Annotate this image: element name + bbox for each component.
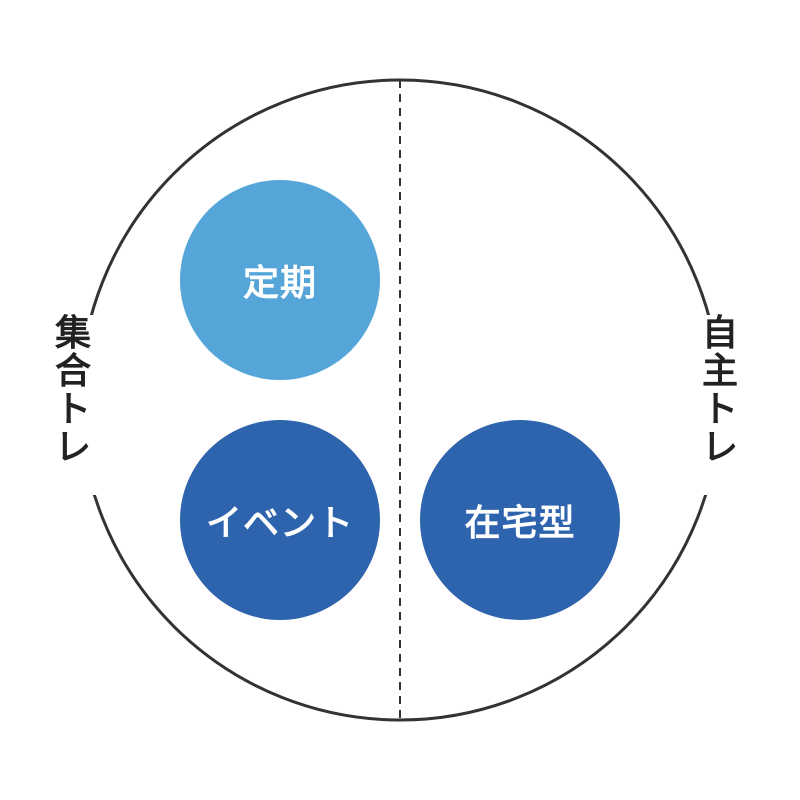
bubble-regular: 定期 bbox=[180, 180, 380, 380]
bubble-event-label: イベント bbox=[205, 503, 354, 544]
left-label-char: 集 bbox=[54, 313, 91, 354]
right-category-label: 自 主 ト レ bbox=[690, 315, 750, 495]
right-label-char: レ bbox=[701, 427, 738, 468]
left-label-char: 合 bbox=[54, 351, 91, 392]
left-label-char: ト bbox=[54, 389, 91, 430]
outer-circle bbox=[78, 78, 722, 722]
bubble-home: 在宅型 bbox=[420, 420, 620, 620]
left-label-char: レ bbox=[54, 427, 91, 468]
bubble-regular-label: 定期 bbox=[242, 263, 317, 304]
bubble-event: イベント bbox=[180, 420, 380, 620]
bubble-home-label: 在宅型 bbox=[464, 503, 576, 544]
right-label-char: 主 bbox=[701, 351, 738, 392]
right-label-char: 自 bbox=[701, 313, 738, 354]
right-label-char: ト bbox=[701, 389, 738, 430]
left-category-label: 集 合 ト レ bbox=[43, 315, 103, 495]
